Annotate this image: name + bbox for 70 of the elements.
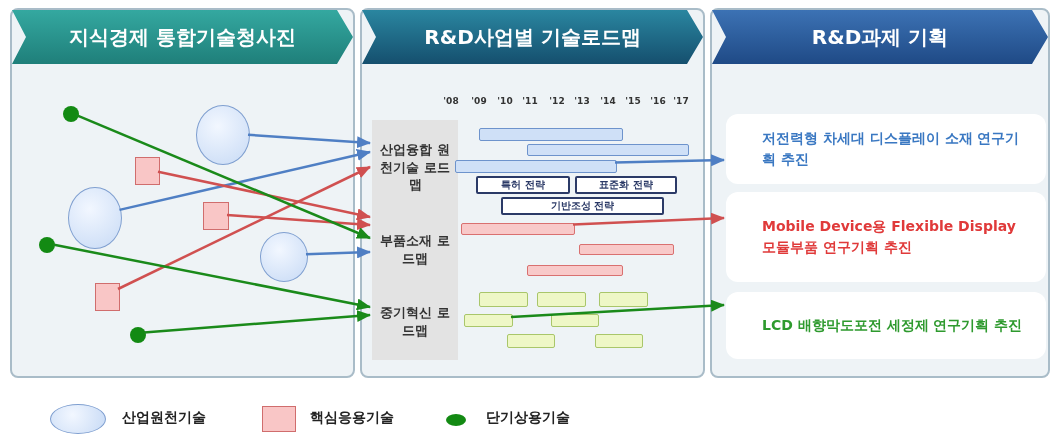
plan-text: 저전력형 차세대 디스플레이 소재 연구기획 추진 (762, 129, 1021, 169)
header-band: R&D과제 기획 (712, 10, 1048, 64)
year-label: '11 (522, 96, 538, 106)
timeline-bar (537, 292, 586, 307)
ellipse-marker (260, 232, 308, 282)
timeline-bar (527, 144, 689, 156)
column-panel (710, 8, 1050, 378)
arrow (75, 113, 371, 240)
timeline-bar (527, 265, 623, 276)
arrow (119, 149, 371, 212)
timeline-bar (479, 292, 528, 307)
arrow (572, 212, 725, 226)
column-panel (360, 8, 705, 378)
arrow (52, 243, 371, 311)
year-label: '14 (600, 96, 616, 106)
legend-text: 산업원천기술 (122, 409, 206, 427)
year-label: '17 (673, 96, 689, 106)
square-marker (95, 283, 120, 311)
arrow (247, 133, 371, 149)
arrow (614, 154, 725, 167)
year-label: '15 (625, 96, 641, 106)
year-label: '10 (497, 96, 513, 106)
plan-text: LCD 배향막도포전 세정제 연구기획 추진 (762, 316, 1023, 335)
strategy-label: 특허 전략 (501, 178, 545, 192)
square-marker (203, 202, 229, 230)
dot-marker (130, 327, 146, 343)
plan-box (726, 114, 1046, 184)
legend-text: 핵심응용기술 (310, 409, 394, 427)
roadmap-label: 중기혁신 로드맵 (380, 304, 450, 340)
year-label: '09 (471, 96, 487, 106)
timeline-bar (461, 223, 575, 235)
header-band: R&D사업별 기술로드맵 (362, 10, 703, 64)
arrow (510, 299, 725, 319)
strategy-box (575, 176, 677, 194)
timeline-bar (507, 334, 555, 348)
timeline-bar (579, 244, 674, 255)
plan-box (726, 192, 1046, 282)
plan-text: Mobile Device용 Flexible Display 모듈부품 연구기획 추진 (762, 217, 1017, 257)
year-label: '13 (574, 96, 590, 106)
year-label: '16 (650, 96, 666, 106)
timeline-bar (551, 314, 599, 327)
column-panel (10, 8, 355, 378)
year-label: '08 (443, 96, 459, 106)
timeline-bar (595, 334, 643, 348)
timeline-bar (479, 128, 623, 141)
timeline-bar (455, 160, 617, 173)
strategy-label: 표준화 전략 (599, 178, 653, 192)
header-band: 지식경제 통합기술청사진 (12, 10, 353, 64)
roadmap-label: 부품소재 로드맵 (380, 231, 450, 268)
legend-text: 단기상용기술 (486, 409, 570, 427)
roadmap-row-box (372, 284, 458, 360)
arrow (305, 246, 371, 259)
year-label: '12 (549, 96, 565, 106)
roadmap-label: 산업융합 원천기술 로드맵 (380, 141, 450, 194)
timeline-bar (464, 314, 513, 327)
strategy-label: 기반조성 전략 (550, 199, 615, 213)
strategy-box (476, 176, 570, 194)
roadmap-row-box (372, 120, 458, 215)
arrow (143, 310, 371, 334)
plan-box (726, 292, 1046, 359)
dot-marker (39, 237, 55, 253)
arrow (117, 165, 371, 291)
ellipse-marker (196, 105, 250, 165)
ellipse-marker (68, 187, 122, 249)
strategy-box (501, 197, 664, 215)
square-marker (135, 157, 160, 185)
timeline-bar (599, 292, 648, 307)
dot-marker (63, 106, 79, 122)
arrow (226, 213, 371, 231)
arrow (157, 170, 371, 221)
